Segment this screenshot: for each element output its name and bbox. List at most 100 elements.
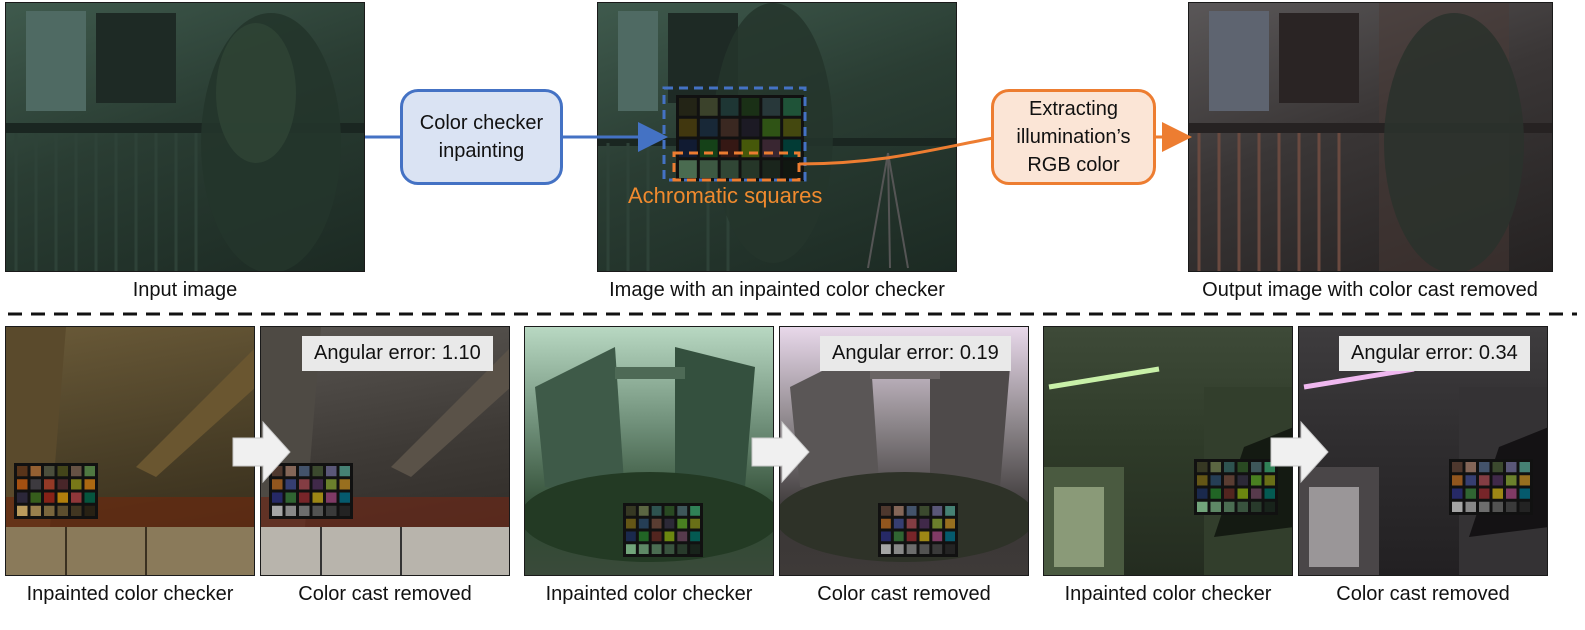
- color-square: [699, 118, 718, 137]
- inpainted-image-caption: Image with an inpainted color checker: [609, 279, 945, 301]
- color-square: [1479, 462, 1490, 473]
- achromatic-square: [71, 505, 82, 516]
- color-square: [932, 518, 943, 529]
- example-3-inpainted: [1043, 326, 1293, 576]
- achromatic-square: [57, 505, 68, 516]
- color-square: [30, 466, 41, 477]
- achromatic-square: [272, 505, 283, 516]
- color-square: [1224, 462, 1235, 473]
- color-square: [626, 506, 636, 516]
- achromatic-square: [17, 505, 28, 516]
- color-square: [638, 531, 649, 542]
- color-square: [272, 466, 283, 477]
- color-square: [1197, 488, 1208, 499]
- color-square: [1506, 488, 1517, 499]
- color-square: [651, 531, 662, 542]
- achromatic-square: [1452, 501, 1463, 512]
- color-square: [664, 506, 675, 516]
- color-square: [71, 492, 82, 503]
- achromatic-square: [1264, 501, 1275, 512]
- color-square: [1237, 475, 1248, 486]
- color-square: [44, 479, 55, 490]
- achromatic-square: [893, 544, 904, 554]
- input-image: [5, 2, 365, 272]
- color-square: [664, 531, 675, 542]
- color-square: [312, 466, 323, 477]
- color-checker-frame: [14, 463, 98, 519]
- color-square: [57, 479, 68, 490]
- achromatic-square: [690, 544, 700, 554]
- color-square: [84, 466, 95, 477]
- color-square: [1519, 488, 1530, 499]
- color-square: [326, 479, 337, 490]
- color-square: [1197, 462, 1208, 473]
- color-square: [1264, 462, 1275, 473]
- color-square: [44, 492, 55, 503]
- example-1-inpainted: [5, 326, 255, 576]
- inpainting-box: Color checker inpainting: [400, 89, 563, 185]
- color-square: [71, 479, 82, 490]
- color-square: [84, 492, 95, 503]
- color-square: [312, 492, 323, 503]
- achromatic-square: [44, 505, 55, 516]
- color-square: [1506, 475, 1517, 486]
- color-square: [326, 492, 337, 503]
- color-square: [1492, 475, 1503, 486]
- achromatic-square: [626, 544, 636, 554]
- achromatic-square: [699, 160, 718, 178]
- example-1-right-caption: Color cast removed: [298, 583, 472, 605]
- achromatic-squares-label: Achromatic squares: [628, 183, 823, 208]
- color-square: [17, 492, 28, 503]
- achromatic-square: [906, 544, 917, 554]
- angular-error-badge-3: Angular error: 0.34: [1339, 336, 1530, 371]
- color-square: [1519, 462, 1530, 473]
- color-square: [1237, 462, 1248, 473]
- color-checker-frame: [623, 503, 703, 557]
- achromatic-square: [30, 505, 41, 516]
- achromatic-square: [1237, 501, 1248, 512]
- extract-box-line-1: Extracting: [1029, 98, 1118, 120]
- color-square: [30, 492, 41, 503]
- color-square: [1210, 488, 1221, 499]
- example-2-left-caption: Inpainted color checker: [545, 583, 753, 605]
- color-square: [44, 466, 55, 477]
- achromatic-square: [1251, 501, 1262, 512]
- color-square: [1237, 488, 1248, 499]
- color-square: [1452, 475, 1463, 486]
- achromatic-square: [1479, 501, 1490, 512]
- inpainting-box-line-2: inpainting: [438, 140, 525, 162]
- output-image: [1188, 2, 1553, 272]
- color-square: [285, 492, 296, 503]
- color-square: [299, 466, 310, 477]
- color-square: [783, 98, 801, 116]
- color-square: [339, 479, 350, 490]
- color-square: [626, 531, 636, 542]
- example-2-inpainted: [524, 326, 774, 576]
- color-square: [1506, 462, 1517, 473]
- color-square: [893, 531, 904, 542]
- achromatic-square: [299, 505, 310, 516]
- input-image-caption: Input image: [132, 279, 238, 301]
- color-square: [1224, 488, 1235, 499]
- color-square: [17, 479, 28, 490]
- color-checker-frame: [676, 95, 804, 181]
- achromatic-square: [1465, 501, 1476, 512]
- color-square: [1251, 475, 1262, 486]
- color-square: [906, 531, 917, 542]
- angular-error-badge-1: Angular error: 1.10: [302, 336, 493, 371]
- color-square: [677, 506, 688, 516]
- color-checker-squares: [676, 95, 804, 181]
- extract-box-line-3: RGB color: [1027, 154, 1120, 176]
- color-square: [762, 98, 781, 116]
- color-square: [945, 518, 955, 529]
- color-square: [1465, 475, 1476, 486]
- color-square: [664, 518, 675, 529]
- color-square: [1519, 475, 1530, 486]
- color-square: [299, 479, 310, 490]
- achromatic-square: [762, 160, 781, 178]
- achromatic-square: [679, 160, 697, 178]
- color-square: [339, 466, 350, 477]
- angular-error-badge-2: Angular error: 0.19: [820, 336, 1011, 371]
- color-square: [932, 506, 943, 516]
- color-square: [1251, 462, 1262, 473]
